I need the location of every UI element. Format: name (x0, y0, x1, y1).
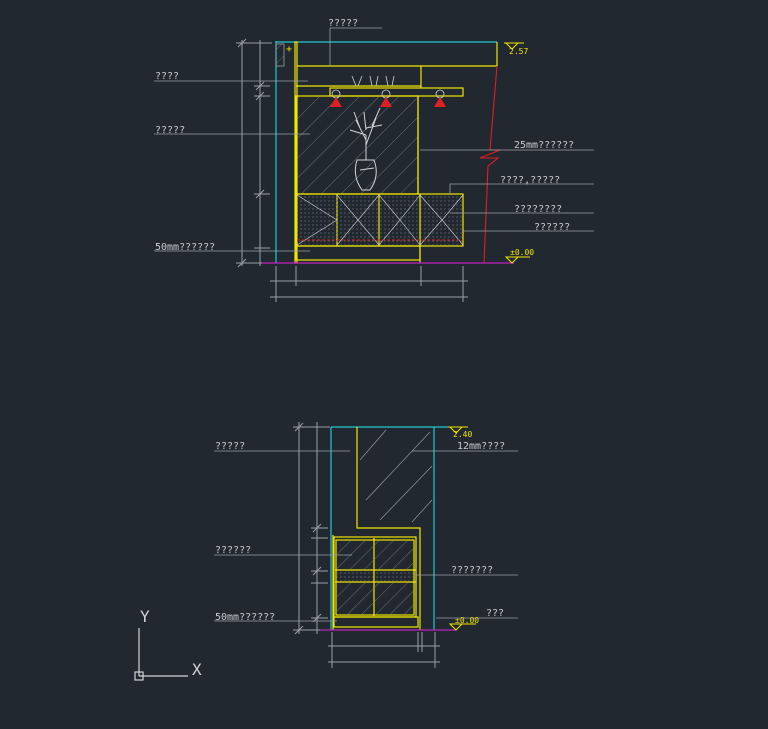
bottom-cabinet-panels (337, 541, 413, 615)
bottom-elevation-marker-ceiling (448, 426, 468, 434)
bottom-glass-panel (359, 429, 433, 523)
top-label-left-1: ???? (155, 71, 179, 82)
bottom-leader-lines (214, 450, 518, 622)
top-label-right-4: ?????? (534, 222, 570, 233)
top-elevation-drawing: + (154, 18, 594, 302)
top-vertical-dimensions (236, 38, 272, 268)
top-cabinet-doors (296, 194, 464, 246)
bottom-label-right-2: ??????? (451, 565, 493, 576)
top-spot-lamps (330, 75, 446, 107)
top-elevation-floor-text: ±0.00 (510, 248, 534, 257)
top-plus-mark: + (286, 44, 292, 55)
top-label-left-3: 50mm?????? (155, 242, 215, 253)
top-elevation-marker-ceiling (504, 42, 524, 50)
top-label-callout: ????? (328, 18, 358, 29)
bottom-elevation-floor-text: ±0.00 (455, 616, 479, 625)
bottom-label-left-1: ????? (215, 441, 245, 452)
bottom-label-left-2: ?????? (215, 545, 251, 556)
top-leader-lines (154, 27, 594, 252)
top-decor-panel (297, 97, 417, 193)
ucs-icon (134, 628, 188, 681)
ucs-y-label: Y (140, 607, 150, 626)
bottom-elevation-drawing: 2.40 ±0.00 ????? ?????? 50mm?????? 12mm?… (214, 422, 518, 668)
top-vase-decoration (349, 107, 383, 191)
top-horizontal-dimensions (270, 266, 468, 302)
top-break-line (479, 65, 501, 264)
bottom-label-right-1: 12mm???? (457, 441, 505, 452)
bottom-elevation-ceiling-text: 2.40 (453, 430, 472, 439)
top-label-right-1: 25mm?????? (514, 140, 574, 151)
top-elevation-ceiling-text: 2.57 (509, 47, 528, 56)
bottom-horizontal-dimensions (328, 632, 440, 668)
top-label-right-3: ???????? (514, 204, 562, 215)
bottom-elevation-marker-floor (448, 623, 476, 631)
bottom-cabinet-structure (332, 427, 421, 630)
bottom-label-right-3: ??? (486, 608, 504, 619)
bottom-vertical-dimensions (293, 422, 330, 635)
top-label-right-2: ????,????? (500, 175, 560, 186)
top-elevation-marker-floor (504, 256, 530, 264)
bottom-label-left-3: 50mm?????? (215, 612, 275, 623)
ucs-x-label: X (192, 660, 202, 679)
top-label-left-2: ????? (155, 125, 185, 136)
bottom-wall-lines (330, 426, 448, 630)
top-wall-hatch (275, 43, 285, 67)
